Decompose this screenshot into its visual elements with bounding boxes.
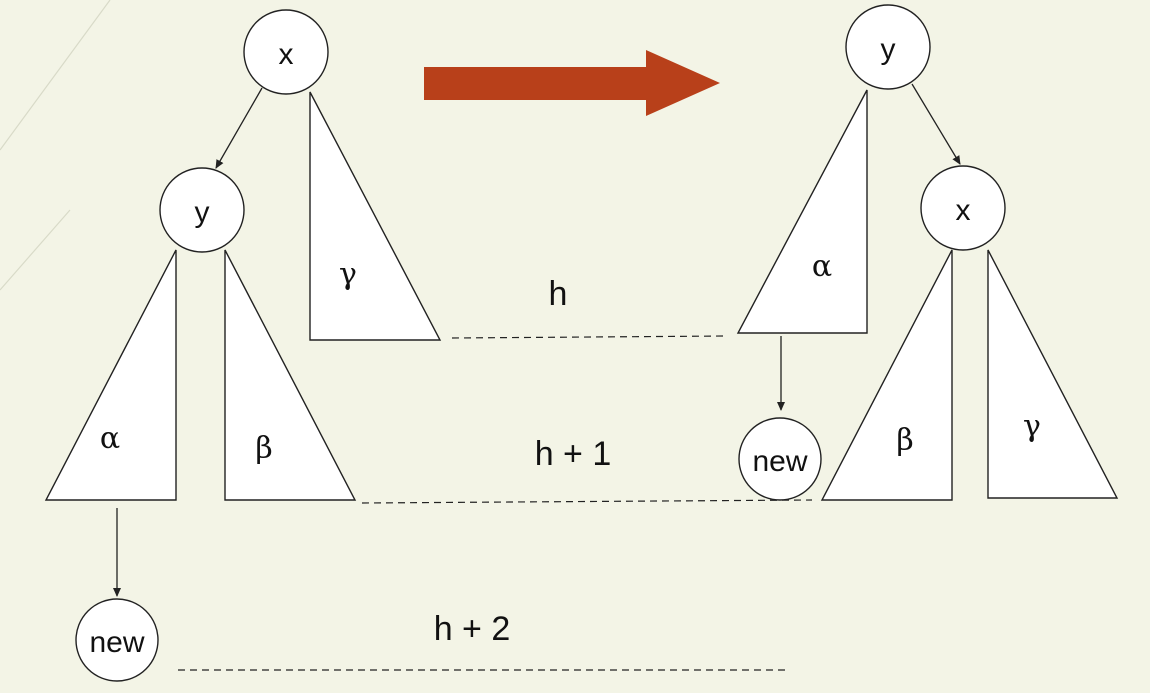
corner-decoration [0,0,111,291]
right-beta-label: β [896,423,913,458]
left-node-new-label: new [89,626,144,659]
level-h-plus-2-label: h + 2 [434,610,511,648]
rotation-arrow [424,50,720,116]
level-h-plus-1-line [361,499,813,504]
right-subtree-beta [820,249,953,501]
left-gamma-label: γ [339,257,357,292]
right-node-new-label: new [752,445,807,478]
right-tree: y x α β γ new [736,4,1119,501]
right-gamma-label: γ [1023,409,1041,444]
left-node-x [243,9,329,95]
level-guides: h h + 1 h + 2 [178,275,813,671]
right-subtree-gamma [987,249,1119,499]
left-node-x-label: x [279,38,294,71]
left-subtree-alpha [44,249,177,501]
left-alpha-label: α [100,421,120,456]
level-h-label: h [549,275,568,313]
right-node-new [738,417,822,501]
left-beta-label: β [255,431,272,466]
left-node-new [75,598,159,682]
right-alpha-label: α [812,249,832,284]
left-subtree-beta [224,249,357,501]
right-node-y-label: y [881,33,896,66]
left-tree: x y γ α β new [44,9,442,682]
level-h-plus-1-label: h + 1 [535,435,612,473]
left-node-y-label: y [195,196,210,229]
level-h-line [451,335,729,339]
right-edge-y-to-x [911,83,961,165]
left-edge-x-to-y [215,87,263,169]
left-node-y [159,167,245,253]
right-subtree-alpha [736,89,868,334]
right-node-y [845,4,931,90]
left-subtree-gamma [309,91,442,341]
right-node-x [920,165,1006,251]
right-node-x-label: x [956,194,971,227]
